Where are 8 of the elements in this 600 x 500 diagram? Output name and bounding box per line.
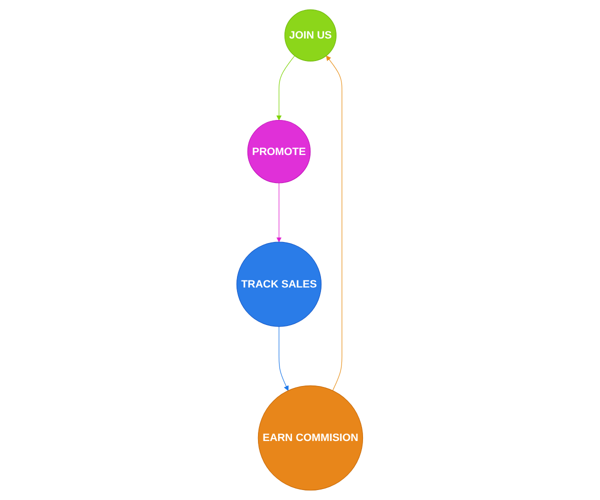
arrow — [276, 55, 296, 120]
node-circle: EARN COMMISION — [258, 385, 364, 491]
node-circle: TRACK SALES — [236, 242, 322, 327]
node-circle: JOIN US — [284, 9, 337, 62]
arrow — [276, 182, 282, 242]
node-circle: PROMOTE — [248, 120, 311, 184]
arrow — [278, 326, 289, 391]
arrow — [326, 56, 342, 391]
